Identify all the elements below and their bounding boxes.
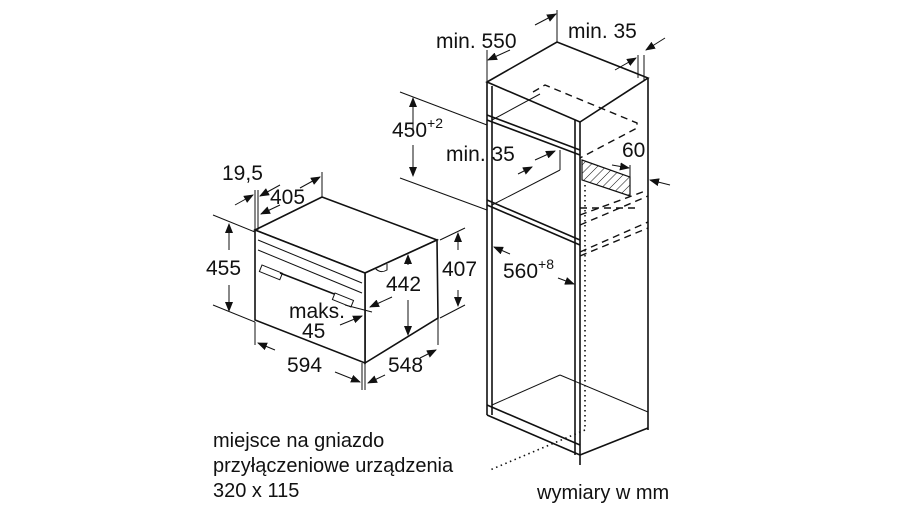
oven-side-height-label: 407: [442, 258, 477, 281]
cabinet-back-gap-label: min. 35: [568, 20, 637, 43]
niche-height-label: 450+2: [392, 115, 443, 142]
oven-drawing: [253, 196, 440, 365]
oven-total-height-label: 455: [206, 257, 241, 280]
gap-value-label: 45: [302, 320, 325, 343]
shelf-gap-label: min. 35: [446, 143, 515, 166]
oven-dimension-lines: [212, 172, 466, 390]
units-note: wymiary w mm: [536, 482, 669, 504]
oven-depth-label: 548: [388, 354, 423, 377]
oven-width-label: 594: [287, 354, 322, 377]
oven-body-depth-label: 405: [270, 186, 305, 209]
oven-body-height-label: 442: [386, 273, 421, 296]
niche-width-label: 560+8: [503, 256, 554, 283]
cabinet-drawing: [485, 41, 650, 471]
socket-note-line-2: przyłączeniowe urządzenia: [213, 455, 454, 477]
vent-label: 60: [622, 139, 645, 162]
gap-max-label: maks.: [289, 300, 345, 323]
socket-note-line-1: miejsce na gniazdo: [213, 430, 384, 452]
cabinet-dimension-lines: [399, 10, 671, 285]
cabinet-min-depth-label: min. 550: [436, 30, 517, 53]
oven-front-depth-label: 19,5: [222, 162, 263, 185]
socket-note-line-3: 320 x 115: [213, 480, 299, 502]
